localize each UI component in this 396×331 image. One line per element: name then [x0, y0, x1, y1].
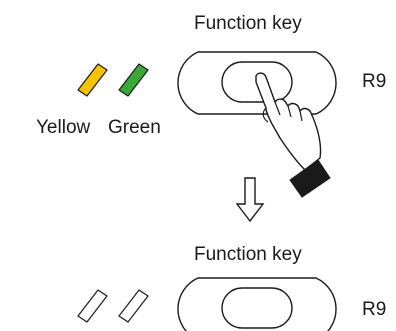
green-led-off [118, 289, 149, 323]
bottom-r9-label: R9 [362, 299, 387, 320]
bottom-function-key-title: Function key [194, 244, 302, 265]
yellow-led-lit [77, 63, 108, 97]
top-r9-label: R9 [362, 71, 387, 92]
bottom-function-key-button[interactable] [221, 287, 293, 329]
green-led-lit [118, 63, 149, 97]
down-arrow-icon [235, 177, 265, 223]
yellow-led-off [77, 289, 108, 323]
pointing-hand-icon [255, 72, 331, 198]
green-led-label: Green [108, 117, 161, 138]
yellow-led-label: Yellow [36, 117, 91, 138]
top-function-key-title: Function key [194, 13, 302, 34]
